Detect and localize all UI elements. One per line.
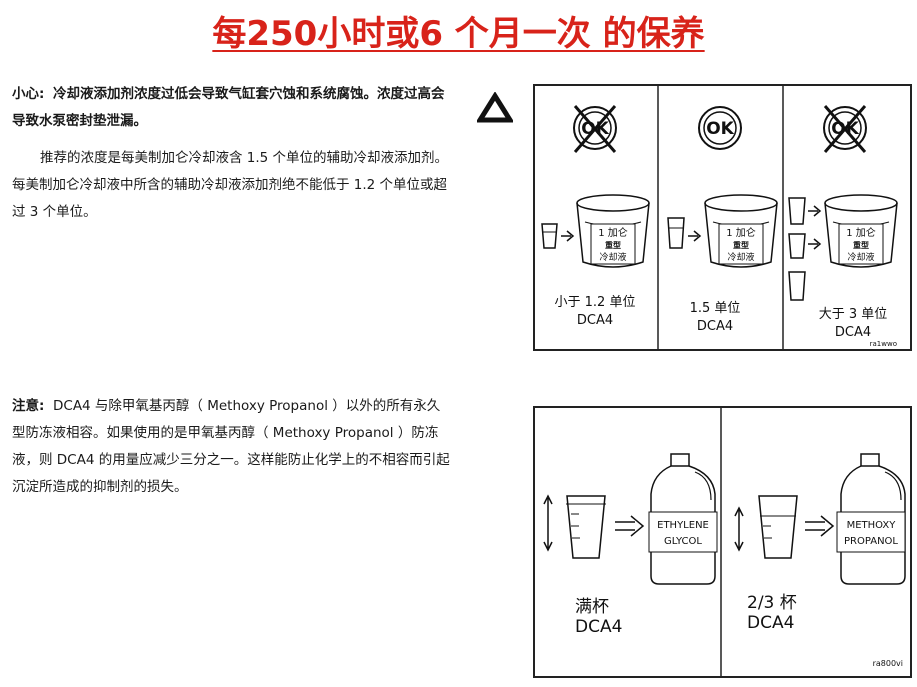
height-arrow-icon — [543, 494, 553, 552]
warning-triangle-icon — [477, 92, 513, 123]
svg-text:1 加仑: 1 加仑 — [846, 226, 876, 239]
svg-text:冷却液: 冷却液 — [599, 251, 626, 263]
height-arrow-icon — [734, 506, 744, 552]
arrow-icon — [561, 230, 575, 242]
svg-text:ETHYLENE: ETHYLENE — [657, 520, 709, 531]
panel-methoxy-line2: DCA4 — [747, 613, 794, 633]
jug-icon: ETHYLENE GLYCOL — [648, 453, 718, 585]
not-ok-icon: OK — [573, 105, 617, 153]
arrow-icon — [808, 205, 822, 217]
svg-text:重型: 重型 — [733, 240, 749, 250]
caution-text: 冷却液添加剂浓度过低会导致气缸套穴蚀和系统腐蚀。浓度过高会导致水泵密封垫泄漏。 — [12, 86, 445, 129]
note-label: 注意: — [12, 398, 45, 414]
svg-text:1 加仑: 1 加仑 — [598, 226, 628, 239]
concentration-illustration: OK 1 加仑 重型 冷却液 小于 1.2 单位 DCA4 — [541, 86, 898, 349]
arrow-icon — [688, 230, 702, 242]
recommend-paragraph: 推荐的浓度是每美制加仑冷却液含 1.5 个单位的辅助冷却液添加剂。每美制加仑冷却… — [12, 150, 449, 220]
svg-text:PROPANOL: PROPANOL — [844, 536, 898, 547]
note-paragraph: 注意: DCA4 与除甲氧基丙醇（ Methoxy Propanol ）以外的所… — [12, 393, 452, 501]
panel-ethylene-line2: DCA4 — [575, 617, 622, 637]
panel-ok-line2: DCA4 — [697, 319, 733, 334]
panel-ethylene-line1: 满杯 — [575, 597, 609, 617]
panel-high-line1: 大于 3 单位 — [819, 307, 888, 322]
svg-text:1 加仑: 1 加仑 — [726, 226, 756, 239]
panel-low-line1: 小于 1.2 单位 — [555, 295, 636, 310]
svg-text:重型: 重型 — [853, 240, 869, 250]
panel-ethylene: ETHYLENE GLYCOL 满杯 DCA4 — [543, 453, 718, 637]
arrow-icon — [805, 515, 835, 537]
antifreeze-illustration: ETHYLENE GLYCOL 满杯 DCA4 METHOXY PR — [543, 408, 906, 676]
caution-paragraph: 小心: 冷却液添加剂浓度过低会导致气缸套穴蚀和系统腐蚀。浓度过高会导致水泵密封垫… — [12, 81, 452, 135]
panel-high-line2: DCA4 — [835, 325, 871, 340]
svg-text:冷却液: 冷却液 — [727, 251, 754, 263]
panel-high: OK 1 加仑 重型 冷却液 大于 3 单位 DCA4 — [788, 105, 898, 348]
jug-icon: METHOXY PROPANOL — [836, 453, 906, 585]
panel-methoxy-line1: 2/3 杯 — [747, 593, 797, 613]
small-cup-icon — [667, 217, 685, 249]
small-cup-icon — [788, 197, 806, 301]
figure-code: ra1wwo — [870, 340, 897, 348]
bucket-icon: 1 加仑 重型 冷却液 — [704, 194, 778, 268]
bucket-icon: 1 加仑 重型 冷却液 — [576, 194, 650, 268]
panel-low-line2: DCA4 — [577, 313, 613, 328]
small-cup-icon — [541, 223, 558, 249]
figure-code: ra800vi — [873, 659, 903, 668]
svg-text:重型: 重型 — [605, 240, 621, 250]
svg-text:OK: OK — [706, 119, 734, 139]
full-cup-icon — [566, 495, 606, 559]
panel-methoxy: METHOXY PROPANOL 2/3 杯 DCA4 ra800vi — [734, 453, 906, 668]
svg-text:GLYCOL: GLYCOL — [664, 536, 702, 547]
arrow-icon — [808, 238, 822, 250]
panel-ok-line1: 1.5 单位 — [690, 301, 741, 316]
arrow-icon — [615, 515, 645, 537]
not-ok-icon: OK — [823, 105, 867, 153]
panel-low: OK 1 加仑 重型 冷却液 小于 1.2 单位 DCA4 — [541, 105, 650, 328]
ok-icon: OK — [698, 106, 742, 150]
antifreeze-figure: ETHYLENE GLYCOL 满杯 DCA4 METHOXY PR — [533, 406, 912, 678]
bucket-icon: 1 加仑 重型 冷却液 — [824, 194, 898, 268]
panel-ok: OK 1 加仑 重型 冷却液 1.5 单位 DCA4 — [667, 106, 778, 334]
svg-text:METHOXY: METHOXY — [847, 520, 897, 531]
note-text: DCA4 与除甲氧基丙醇（ Methoxy Propanol ）以外的所有永久型… — [12, 398, 450, 495]
caution-label: 小心: — [12, 86, 45, 102]
concentration-figure: OK 1 加仑 重型 冷却液 小于 1.2 单位 DCA4 — [533, 84, 912, 351]
page-title: 每250小时或6 个月一次 的保养 — [212, 14, 705, 54]
two-thirds-cup-icon — [758, 495, 798, 559]
svg-text:冷却液: 冷却液 — [847, 251, 874, 263]
